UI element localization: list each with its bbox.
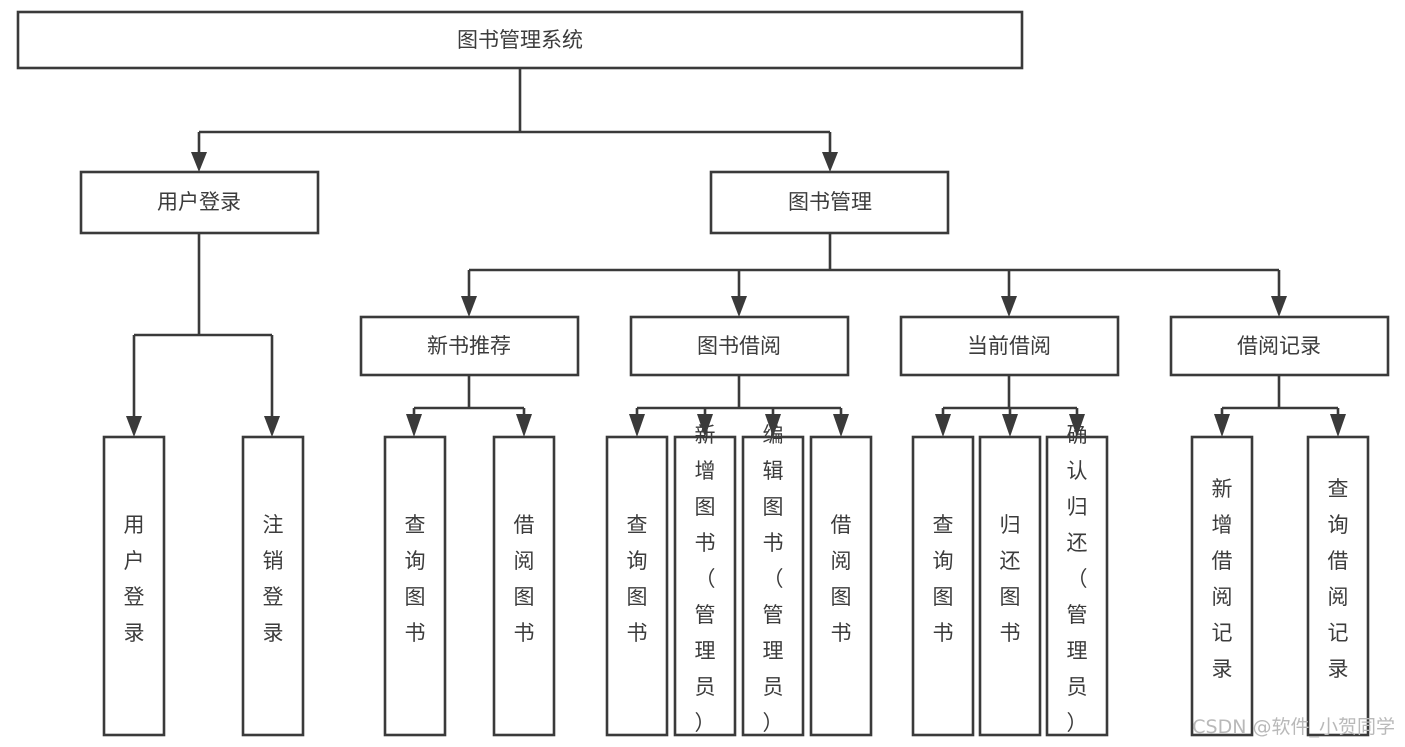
arrow-to-current-icon — [1001, 296, 1017, 317]
leaf-query-book-newbook[interactable]: 查询图书 — [383, 435, 447, 737]
node-new-book-recommend[interactable]: 新书推荐 — [359, 315, 580, 377]
leaf-borrow-book-newbook-box[interactable] — [492, 435, 556, 737]
leaf-query-book-current[interactable]: 查询图书 — [911, 435, 975, 737]
leaf-return-book-box[interactable] — [978, 435, 1042, 737]
arrow-current-leaf1-icon — [935, 414, 951, 437]
leaf-query-book-borrow[interactable]: 查询图书 — [605, 435, 669, 737]
leaf-add-book-box[interactable] — [673, 435, 737, 737]
leaf-borrow-book-borrow[interactable]: 借阅图书 — [809, 435, 873, 737]
arrow-to-borrow-icon — [731, 296, 747, 317]
arrow-to-login-icon — [191, 152, 207, 172]
arrow-current-leaf2-icon — [1002, 414, 1018, 437]
leaf-query-book-current-label: 查询图书 — [933, 513, 954, 645]
leaf-query-book-borrow-box[interactable] — [605, 435, 669, 737]
arrow-to-bookmgmt-icon — [822, 152, 838, 172]
arrow-borrow-leaf3-icon — [765, 414, 781, 437]
leaf-return-book-label: 归还图书 — [1000, 513, 1021, 645]
leaf-query-borrow-record-label: 查询借阅记录 — [1328, 477, 1349, 681]
arrow-borrow-leaf2-icon — [697, 414, 713, 437]
leaf-return-book[interactable]: 归还图书 — [978, 435, 1042, 737]
arrow-borrow-leaf4-icon — [833, 414, 849, 437]
arrow-borrow-leaf1-icon — [629, 414, 645, 437]
node-user-login-box[interactable] — [79, 170, 320, 235]
leaf-borrow-book-borrow-label: 借阅图书 — [831, 513, 852, 645]
node-layer: 图书管理系统 用户登录 图书管理 新书推荐 图书借阅 当前 — [16, 10, 1390, 737]
leaf-user-logout-label: 注销登录 — [263, 513, 284, 645]
leaf-add-book[interactable]: 新增图书（管理员） — [673, 423, 737, 737]
arrow-login-leaf2-icon — [264, 416, 280, 437]
node-root-label: 图书管理系统 — [457, 28, 583, 52]
node-new-book-recommend-box[interactable] — [359, 315, 580, 377]
leaf-query-book-borrow-label: 查询图书 — [627, 513, 648, 645]
node-new-book-recommend-label: 新书推荐 — [427, 334, 511, 358]
leaf-edit-book-label: 编辑图书（管理员） — [763, 423, 784, 735]
leaf-user-logout-box[interactable] — [241, 435, 305, 737]
node-book-management-label: 图书管理 — [788, 190, 872, 214]
arrow-to-records-icon — [1271, 296, 1287, 317]
leaf-user-logout[interactable]: 注销登录 — [241, 435, 305, 737]
leaf-query-book-current-box[interactable] — [911, 435, 975, 737]
leaf-query-book-newbook-box[interactable] — [383, 435, 447, 737]
node-book-borrow[interactable]: 图书借阅 — [629, 315, 850, 377]
node-book-management[interactable]: 图书管理 — [709, 170, 950, 235]
node-borrow-records-label: 借阅记录 — [1237, 334, 1321, 358]
leaf-user-login-box[interactable] — [102, 435, 166, 737]
leaf-add-book-label: 新增图书（管理员） — [695, 423, 716, 735]
leaf-edit-book-box[interactable] — [741, 435, 805, 737]
node-current-borrow-box[interactable] — [899, 315, 1120, 377]
leaf-user-login[interactable]: 用户登录 — [102, 435, 166, 737]
leaf-query-book-newbook-label: 查询图书 — [405, 513, 426, 645]
arrow-records-leaf1-icon — [1214, 414, 1230, 437]
csdn-watermark: CSDN @软件_小贺同学 — [1192, 716, 1395, 738]
arrow-current-leaf3-icon — [1069, 414, 1085, 437]
leaf-borrow-book-newbook[interactable]: 借阅图书 — [492, 435, 556, 737]
leaf-add-borrow-record-box[interactable] — [1190, 435, 1254, 737]
leaf-user-login-label: 用户登录 — [124, 513, 145, 645]
leaf-add-borrow-record[interactable]: 新增借阅记录 — [1190, 435, 1254, 737]
node-current-borrow-label: 当前借阅 — [967, 334, 1051, 358]
leaf-confirm-return-box[interactable] — [1045, 435, 1109, 737]
node-root[interactable]: 图书管理系统 — [16, 10, 1024, 70]
leaf-confirm-return[interactable]: 确认归还（管理员） — [1045, 423, 1109, 737]
leaf-borrow-book-borrow-box[interactable] — [809, 435, 873, 737]
connector-layer — [126, 68, 1346, 437]
node-borrow-records[interactable]: 借阅记录 — [1169, 315, 1390, 377]
node-root-box[interactable] — [16, 10, 1024, 70]
leaf-borrow-book-newbook-label: 借阅图书 — [514, 513, 535, 645]
arrow-newbook-leaf1-icon — [406, 414, 422, 437]
node-book-borrow-box[interactable] — [629, 315, 850, 377]
node-borrow-records-box[interactable] — [1169, 315, 1390, 377]
leaf-edit-book[interactable]: 编辑图书（管理员） — [741, 423, 805, 737]
leaf-query-borrow-record[interactable]: 查询借阅记录 — [1306, 435, 1370, 737]
arrow-newbook-leaf2-icon — [516, 414, 532, 437]
node-user-login[interactable]: 用户登录 — [79, 170, 320, 235]
arrow-records-leaf2-icon — [1330, 414, 1346, 437]
arrow-to-newbook-icon — [461, 296, 477, 317]
node-book-management-box[interactable] — [709, 170, 950, 235]
leaf-confirm-return-label: 确认归还（管理员） — [1067, 423, 1088, 735]
arrow-login-leaf1-icon — [126, 416, 142, 437]
node-user-login-label: 用户登录 — [157, 190, 241, 214]
node-book-borrow-label: 图书借阅 — [697, 334, 781, 358]
leaf-query-borrow-record-box[interactable] — [1306, 435, 1370, 737]
node-current-borrow[interactable]: 当前借阅 — [899, 315, 1120, 377]
leaf-add-borrow-record-label: 新增借阅记录 — [1212, 477, 1233, 681]
